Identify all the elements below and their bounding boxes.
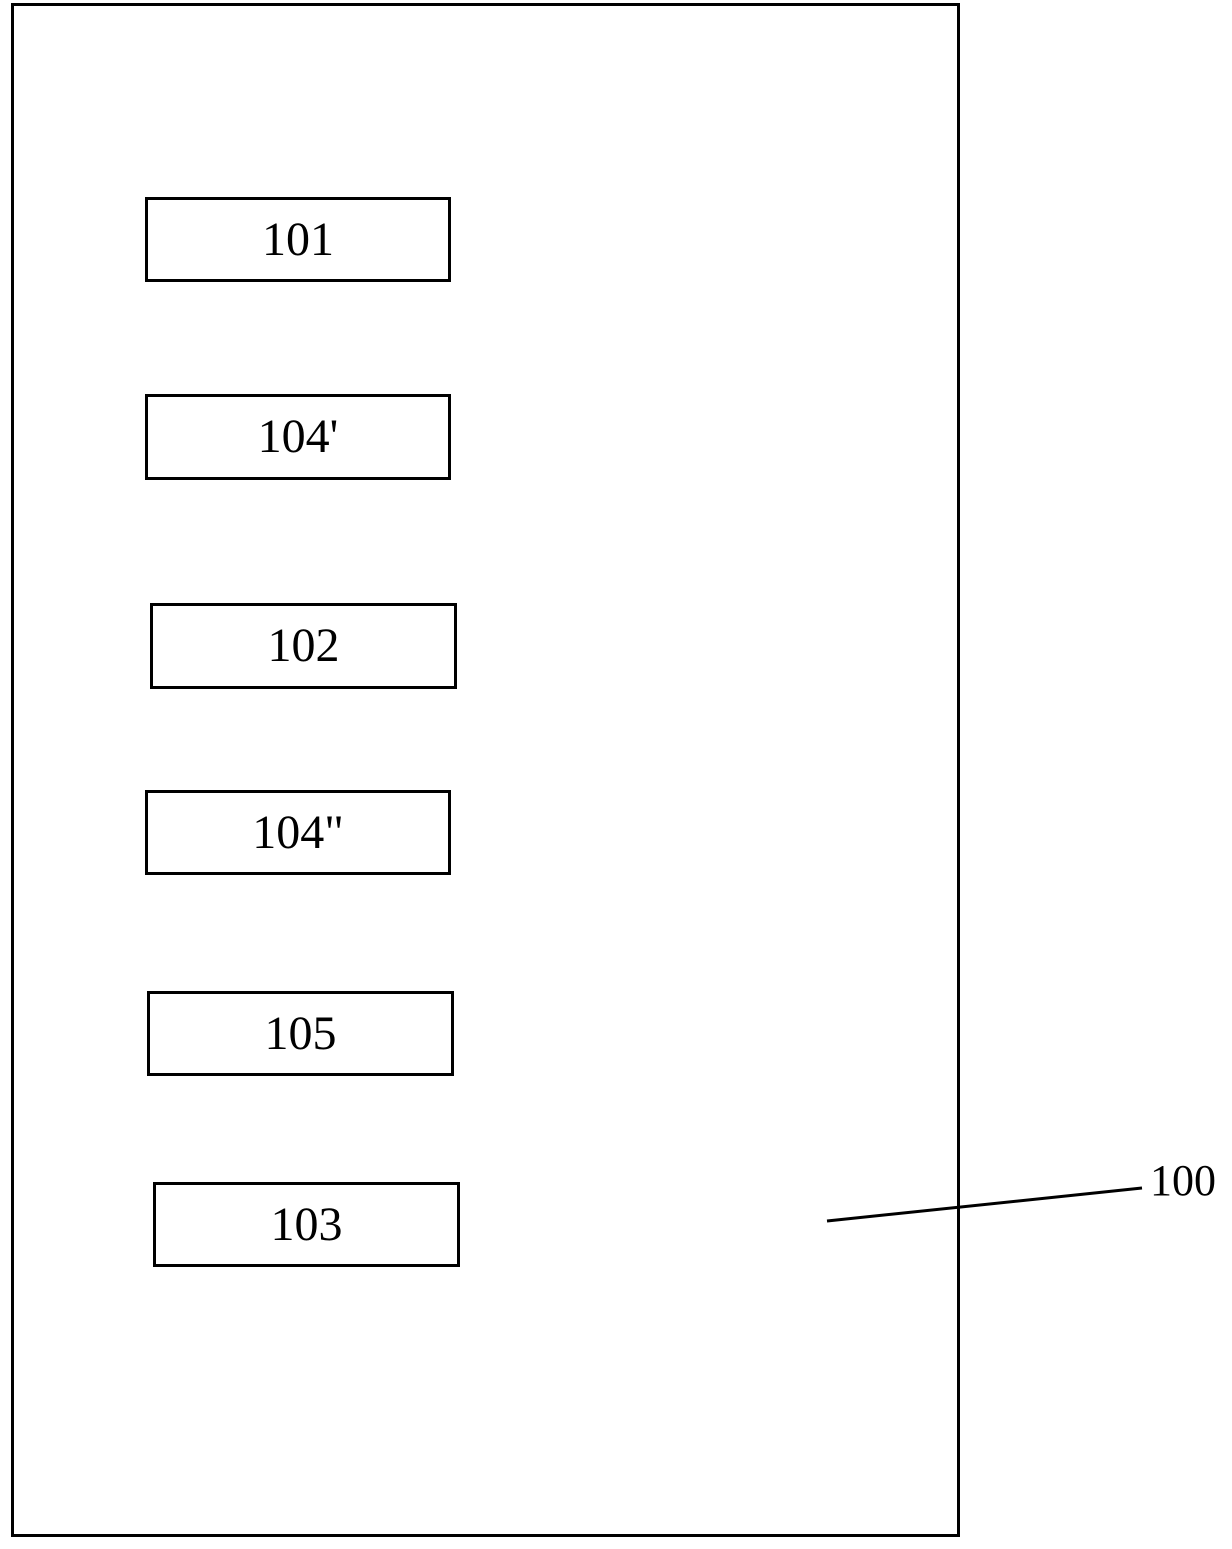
module-box-101: 101	[145, 197, 451, 282]
module-box-103: 103	[153, 1182, 460, 1267]
module-label: 105	[264, 1006, 337, 1060]
device-frame	[11, 3, 960, 1537]
reference-label-100: 100	[1150, 1156, 1216, 1205]
module-box-105: 105	[147, 991, 454, 1076]
module-label: 102	[267, 619, 340, 672]
module-box-104-double-prime: 104"	[145, 790, 451, 875]
module-label: 103	[270, 1197, 343, 1251]
module-box-102: 102	[150, 603, 457, 689]
module-label: 104"	[252, 805, 344, 859]
module-box-104-prime: 104'	[145, 394, 451, 480]
module-label: 104'	[257, 410, 339, 463]
module-label: 101	[262, 212, 334, 266]
